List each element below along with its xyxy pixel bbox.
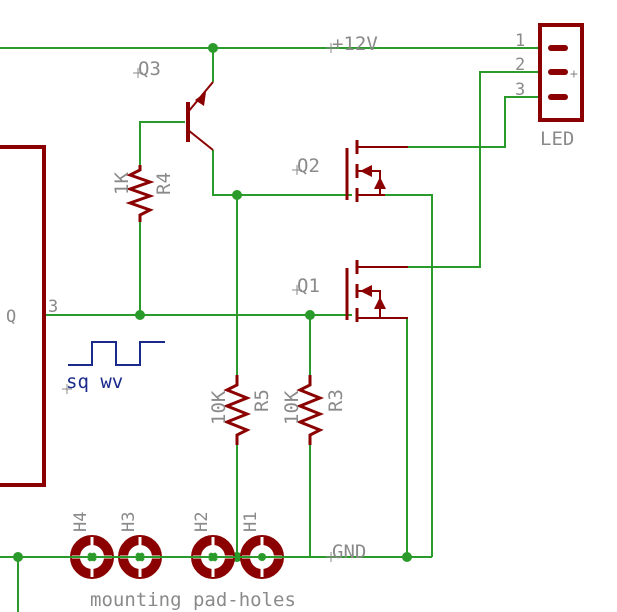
- q3-label: Q3: [138, 58, 161, 80]
- q2-mosfet[interactable]: [345, 140, 408, 202]
- q1-mosfet[interactable]: [345, 260, 408, 322]
- junction-dot: [305, 310, 315, 320]
- square-wave-glyph: [68, 341, 165, 366]
- ic-pin-label: 3: [48, 297, 58, 317]
- ic-body[interactable]: [0, 145, 46, 487]
- r5-resistor[interactable]: [222, 375, 252, 445]
- ground-net-label: GND: [332, 541, 366, 563]
- hole-h4-label: H4: [71, 512, 91, 532]
- r4-value-label: 1K: [111, 172, 133, 195]
- junction-dot: [208, 43, 218, 53]
- hole-h1-label: H1: [241, 512, 261, 532]
- wire-q3-collector: [212, 150, 352, 196]
- hole-h3-label: H3: [119, 512, 139, 532]
- r3-value-label: 10K: [281, 390, 303, 425]
- r4-name-label: R4: [153, 172, 175, 195]
- origin-marks: [62, 43, 336, 562]
- wire-q1-drain: [357, 71, 540, 268]
- junction-dot: [402, 552, 412, 562]
- wire-r4-top: [139, 121, 185, 165]
- hole-h2-label: H2: [192, 512, 212, 532]
- q3-transistor[interactable]: [186, 81, 214, 151]
- wire-q1-source: [357, 317, 408, 557]
- holes-note: mounting pad-holes: [90, 589, 296, 611]
- junctions: [13, 43, 412, 562]
- r3-name-label: R3: [325, 389, 347, 412]
- junction-dot: [13, 552, 23, 562]
- ic-name-label: Q: [6, 307, 16, 327]
- led-name-label: LED: [540, 128, 574, 150]
- led-pin-3-label: 3: [515, 80, 525, 100]
- junction-dot: [232, 190, 242, 200]
- junction-dot: [135, 310, 145, 320]
- signal-note: sq wv: [66, 371, 123, 393]
- r4-resistor[interactable]: [125, 165, 155, 222]
- wire-q2-drain: [357, 96, 540, 148]
- wire-q2-source: [357, 194, 433, 557]
- supply-net-label: +12V: [332, 33, 378, 55]
- r5-name-label: R5: [251, 389, 273, 412]
- led-connector[interactable]: [538, 23, 584, 122]
- r5-value-label: 10K: [208, 390, 230, 425]
- q1-label: Q1: [297, 275, 320, 297]
- q2-label: Q2: [297, 155, 320, 177]
- led-plus-label: +: [570, 67, 578, 82]
- r3-resistor[interactable]: [295, 375, 325, 445]
- led-pin-1-label: 1: [515, 31, 525, 51]
- led-pin-2-label: 2: [515, 55, 525, 75]
